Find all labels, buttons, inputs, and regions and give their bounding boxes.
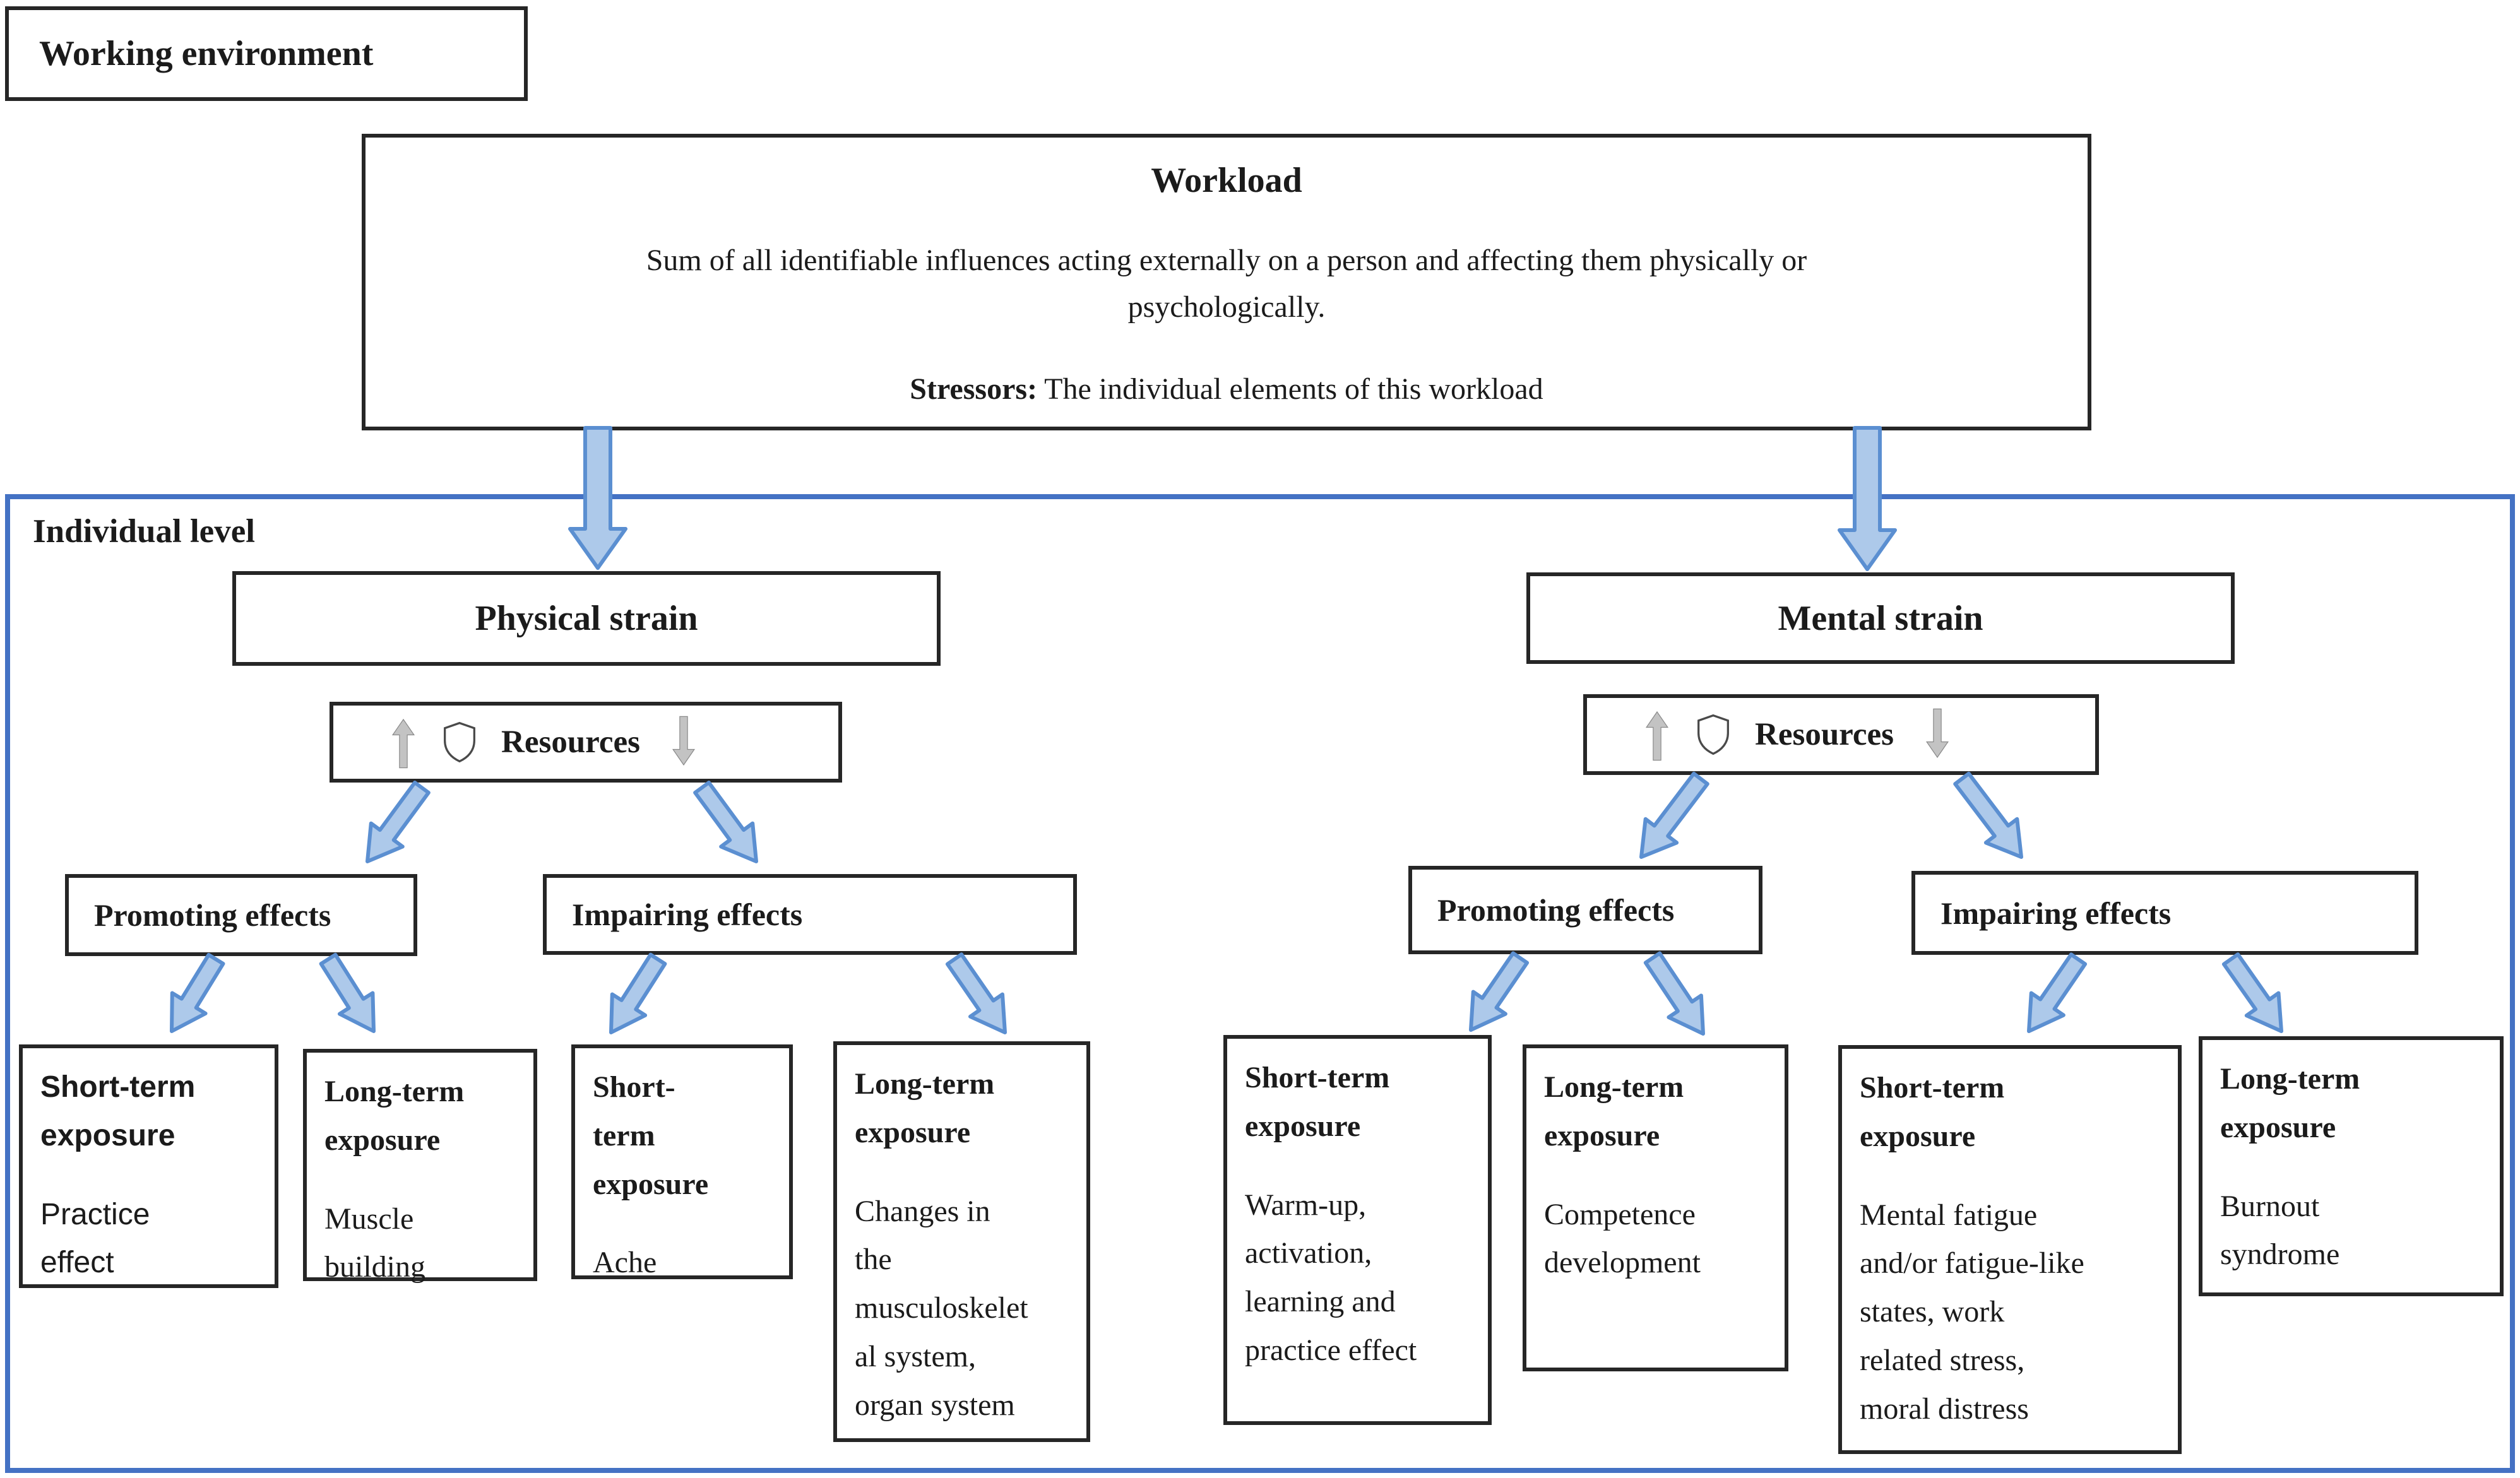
physical-short-term-promoting-box: Short-term exposure Practice effect	[19, 1044, 278, 1288]
physical-strain-box: Physical strain	[232, 571, 941, 666]
mental-resources-box: Resources	[1583, 694, 2099, 775]
up-arrow-icon	[391, 718, 415, 769]
physical-short-term-impairing-box: Short- term exposure Ache	[571, 1044, 793, 1279]
outcome-body: Mental fatigue and/or fatigue-like state…	[1860, 1198, 2084, 1426]
outcome-heading: Long-term exposure	[2220, 1062, 2360, 1144]
stressors-label: Stressors:	[910, 372, 1038, 406]
workload-box: Workload Sum of all identifiable influen…	[362, 134, 2091, 430]
outcome-heading: Long-term exposure	[1544, 1070, 1684, 1152]
individual-level-frame	[5, 494, 2515, 1473]
mental-long-term-promoting-box: Long-term exposure Competence developmen…	[1523, 1044, 1788, 1371]
mental-resources-label: Resources	[1755, 717, 1894, 752]
outcome-heading: Long-term exposure	[855, 1067, 995, 1149]
mental-short-term-promoting-box: Short-term exposure Warm-up, activation,…	[1223, 1035, 1492, 1425]
outcome-body: Changes in the musculoskelet al system, …	[855, 1194, 1028, 1422]
physical-long-term-promoting-box: Long-term exposure Muscle building	[303, 1049, 537, 1284]
mental-short-term-impairing-box: Short-term exposure Mental fatigue and/o…	[1838, 1045, 2182, 1454]
shield-icon	[1697, 714, 1729, 755]
outcome-heading: Long-term exposure	[324, 1075, 465, 1157]
mental-promoting-effects-box: Promoting effects	[1408, 866, 1762, 954]
down-arrow-icon	[1925, 708, 1949, 759]
working-environment-box: Working environment	[5, 6, 528, 101]
outcome-body: Muscle building	[324, 1202, 426, 1284]
mental-long-term-impairing-box: Long-term exposure Burnout syndrome	[2199, 1036, 2504, 1296]
working-environment-label: Working environment	[39, 34, 374, 73]
individual-level-label: Individual level	[33, 513, 255, 550]
outcome-body: Practice effect	[40, 1197, 150, 1280]
mental-strain-box: Mental strain	[1526, 572, 2235, 664]
outcome-body: Ache	[593, 1246, 657, 1280]
physical-long-term-impairing-box: Long-term exposure Changes in the muscul…	[833, 1041, 1090, 1442]
stressors-text: The individual elements of this workload	[1037, 372, 1543, 406]
outcome-body: Competence development	[1544, 1197, 1701, 1280]
physical-impairing-effects-box: Impairing effects	[543, 874, 1077, 955]
outcome-heading: Short-term exposure	[40, 1070, 196, 1152]
workload-stressors-line: Stressors: The individual elements of th…	[366, 372, 2088, 406]
up-arrow-icon	[1645, 711, 1669, 761]
physical-promoting-effects-box: Promoting effects	[65, 874, 417, 956]
outcome-heading: Short- term exposure	[593, 1070, 709, 1201]
down-arrow-icon	[672, 716, 696, 766]
workload-description: Sum of all identifiable influences actin…	[646, 244, 1807, 324]
outcome-body: Warm-up, activation, learning and practi…	[1245, 1188, 1417, 1367]
outcome-heading: Short-term exposure	[1245, 1061, 1390, 1143]
workload-title: Workload	[1151, 161, 1302, 200]
physical-resources-box: Resources	[330, 702, 842, 783]
mental-impairing-effects-box: Impairing effects	[1911, 871, 2418, 955]
physical-resources-label: Resources	[501, 724, 641, 760]
outcome-heading: Short-term exposure	[1860, 1071, 2005, 1153]
outcome-body: Burnout syndrome	[2220, 1189, 2340, 1272]
shield-icon	[444, 721, 475, 763]
